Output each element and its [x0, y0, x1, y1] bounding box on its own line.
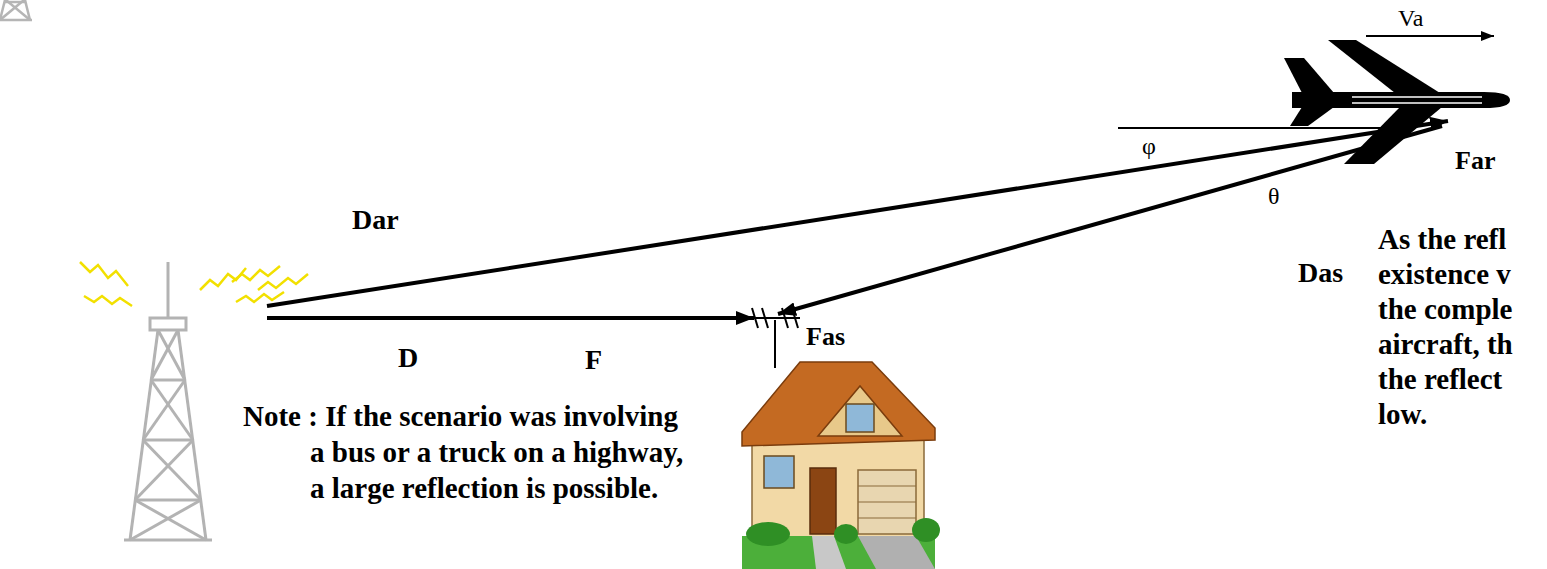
tower-leg [130, 330, 158, 540]
velocity-arrow [1366, 35, 1494, 37]
signal-paths [267, 36, 1494, 318]
transmitter-tower [124, 262, 212, 540]
antenna-element [762, 308, 768, 328]
tower-mast [167, 262, 170, 318]
tower-platform [150, 318, 186, 330]
house-door [810, 468, 836, 534]
garage-panel [858, 486, 916, 487]
distance-label: Dar [352, 204, 399, 236]
airplane-fuselage [1292, 92, 1510, 108]
aircraft-path-arrow [267, 121, 1448, 306]
tower-brace [135, 499, 201, 502]
wave-zigzag [80, 262, 128, 286]
tower-brace [158, 330, 185, 380]
bush [834, 524, 858, 544]
distance-label: D [398, 342, 418, 374]
distant-tower [0, 0, 32, 20]
tower-leg [178, 330, 206, 540]
angle-symbol: θ [1268, 184, 1280, 208]
tower-brace [4, 1, 26, 4]
radio-waves [80, 262, 308, 306]
note-text: Note : If the scenario was involving a b… [243, 398, 690, 506]
wave-zigzag [236, 292, 284, 302]
angle-symbol: φ [1142, 134, 1156, 158]
antenna-mast [774, 320, 776, 368]
direct-path-arrow [267, 316, 754, 320]
tower-brace [143, 380, 185, 440]
velocity-label: Va [1398, 4, 1423, 32]
frequency-label: Fas [806, 322, 845, 352]
tower-brace [135, 440, 193, 500]
tower-brace [135, 500, 206, 540]
tower-base [0, 19, 32, 22]
bush [746, 522, 790, 546]
tower-brace [151, 330, 178, 380]
garage-panel [858, 502, 916, 503]
fuselage-stripe [1352, 96, 1482, 98]
fuselage-stripe [1352, 102, 1482, 104]
bush [912, 518, 940, 542]
garage-door [858, 470, 916, 534]
house-window [764, 456, 794, 488]
distance-label: Das [1298, 257, 1343, 289]
tower-brace [151, 379, 185, 382]
house-roof [742, 362, 935, 446]
tv-antenna [748, 308, 800, 368]
tower-brace [143, 440, 201, 500]
garage-panel [858, 518, 916, 519]
wave-zigzag [200, 268, 246, 290]
reflected-path-arrow [778, 126, 1442, 314]
airplane-tail [1284, 58, 1334, 93]
airplane [1284, 40, 1510, 164]
house-gable [818, 386, 902, 436]
tower-brace [143, 439, 193, 442]
wave-zigzag [84, 296, 132, 306]
frequency-label: Far [1455, 146, 1495, 176]
tower-base [124, 539, 212, 542]
airplane-tail [1290, 107, 1334, 126]
tower-brace [130, 500, 201, 540]
side-note: As the refl existence v the comple aircr… [1378, 222, 1533, 432]
tower-brace [151, 380, 193, 440]
wave-zigzag [258, 274, 308, 290]
horizontal-reference [1118, 127, 1385, 129]
house-window [846, 404, 874, 432]
frequency-label: F [585, 344, 602, 376]
airplane-wing [1328, 40, 1440, 93]
house [742, 362, 940, 569]
wave-zigzag [232, 266, 280, 282]
